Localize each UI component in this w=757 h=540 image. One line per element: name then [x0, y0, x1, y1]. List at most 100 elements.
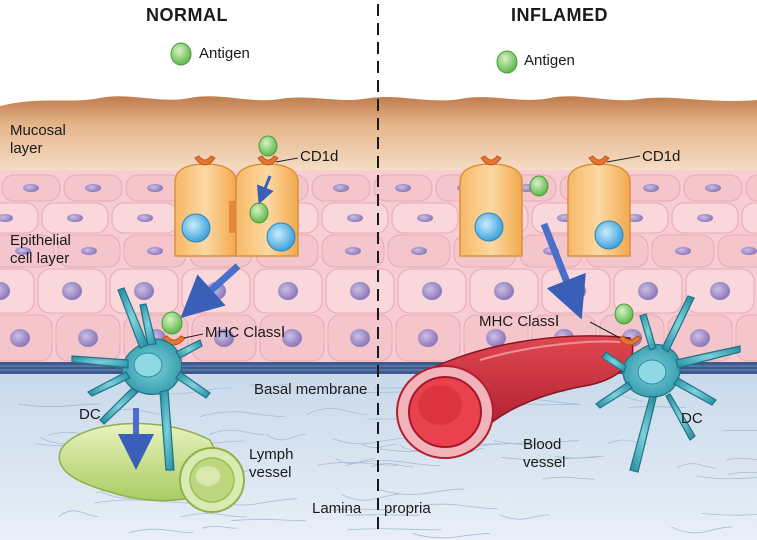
blood-vessel	[396, 335, 634, 459]
enterocyte-left-1	[174, 163, 237, 257]
antigen	[529, 175, 549, 197]
epithelial-nucleus	[638, 282, 658, 300]
epithelial-nucleus	[147, 184, 163, 192]
basal-membrane-label: Basal membrane	[254, 381, 368, 398]
antigen	[161, 311, 183, 335]
antigen	[614, 303, 634, 325]
lamina-fiber	[317, 461, 398, 466]
enterocyte-left-2	[235, 163, 299, 257]
epithelial-nucleus	[627, 214, 643, 222]
lamina-fiber	[554, 455, 605, 459]
cd1d-label-right: CD1d	[642, 148, 681, 165]
epithelial-nucleus	[85, 184, 101, 192]
epithelial-nucleus	[0, 214, 13, 222]
epithelial-nucleus	[350, 329, 370, 347]
mhc-class-i	[618, 335, 642, 346]
enterocyte-right-2	[567, 163, 631, 257]
epithelial-nucleus	[643, 184, 659, 192]
antigen	[170, 42, 192, 66]
lamina-fiber	[208, 429, 265, 436]
transport-arrow	[540, 222, 586, 320]
epithelial-nucleus	[417, 214, 433, 222]
lamina-fiber	[306, 407, 368, 415]
epithelial-cell	[0, 268, 35, 314]
epithelial-nucleus	[705, 184, 721, 192]
lamina-fiber	[265, 433, 306, 441]
epithelial-nucleus	[675, 247, 691, 255]
lamina-fiber	[493, 440, 579, 445]
antigen	[249, 202, 269, 224]
lamina-fiber	[199, 411, 285, 418]
lamina-fiber	[345, 460, 441, 467]
antigen	[496, 50, 518, 74]
lamina-label-2: propria	[384, 500, 431, 517]
lamina-fiber	[628, 406, 686, 409]
mhc-label-left: MHC ClassⅠ	[205, 324, 286, 341]
heading-normal: NORMAL	[146, 5, 228, 25]
epithelial-nucleus	[0, 282, 10, 300]
epithelial-nucleus	[81, 247, 97, 255]
mucosal-label-1: Mucosal	[10, 122, 66, 139]
lamina-fiber	[332, 438, 404, 445]
epithelial-nucleus	[147, 247, 163, 255]
epithelial-cell	[0, 202, 39, 234]
epithelial-cell	[745, 174, 757, 202]
epithelial-nucleus	[422, 282, 442, 300]
transport-arrow	[180, 263, 241, 319]
lymph-label-2: vessel	[249, 464, 292, 481]
lamina-fiber	[128, 528, 194, 534]
lamina-fiber	[361, 443, 397, 449]
epithelial-label-1: Epithelial	[10, 232, 71, 249]
epithelial-nucleus	[690, 329, 710, 347]
heading-inflamed: INFLAMED	[511, 5, 608, 25]
cd1d-receptor	[194, 155, 216, 166]
epithelial-nucleus	[350, 282, 370, 300]
epithelial-nucleus	[345, 247, 361, 255]
lamina-fiber	[676, 463, 717, 469]
lamina-fiber	[346, 528, 442, 531]
blood-label-1: Blood	[523, 436, 562, 453]
dc-label-right: DC	[681, 410, 703, 427]
epithelial-nucleus	[23, 184, 39, 192]
epithelial-nucleus	[333, 184, 349, 192]
lamina-fiber	[727, 471, 757, 475]
epithelial-cell	[717, 234, 757, 268]
epithelial-nucleus	[347, 214, 363, 222]
lymph-label-1: Lymph	[249, 446, 294, 463]
mhc-label-right: MHC ClassⅠ	[479, 313, 560, 330]
dendritic-cell-left	[71, 287, 211, 471]
blood-label-2: vessel	[523, 454, 566, 471]
lamina-fiber	[412, 533, 490, 539]
cd1d-receptor	[257, 155, 279, 166]
lamina-fiber	[406, 503, 498, 510]
epithelial-nucleus	[137, 214, 153, 222]
epithelial-nucleus	[741, 247, 757, 255]
epithelial-nucleus	[15, 247, 31, 255]
cd1d-label-left: CD1d	[300, 148, 339, 165]
epithelial-nucleus	[134, 282, 154, 300]
lamina-fiber	[231, 518, 306, 522]
epithelial-nucleus	[710, 282, 730, 300]
mucosal-label-2: layer	[10, 140, 43, 157]
epithelial-nucleus	[395, 184, 411, 192]
lamina-label-1: Lamina	[312, 500, 362, 517]
enterocyte-right-1	[459, 163, 523, 257]
lamina-fiber	[726, 457, 757, 461]
lamina-fiber	[341, 494, 399, 501]
lamina-fiber	[201, 525, 237, 529]
epithelial-nucleus	[411, 247, 427, 255]
lamina-fiber	[250, 383, 289, 388]
epithelial-nucleus	[418, 329, 438, 347]
lamina-fiber	[499, 514, 550, 520]
lamina-fiber	[332, 508, 397, 511]
epithelial-nucleus	[62, 282, 82, 300]
epithelial-nucleus	[282, 329, 302, 347]
dc-label-left: DC	[79, 406, 101, 423]
cd1d-receptor	[480, 155, 502, 166]
lamina-fiber	[696, 475, 757, 480]
mucosal-layer	[0, 96, 757, 176]
epithelial-nucleus	[486, 329, 506, 347]
epithelial-label-2: cell layer	[10, 250, 70, 267]
epithelial-nucleus	[697, 214, 713, 222]
